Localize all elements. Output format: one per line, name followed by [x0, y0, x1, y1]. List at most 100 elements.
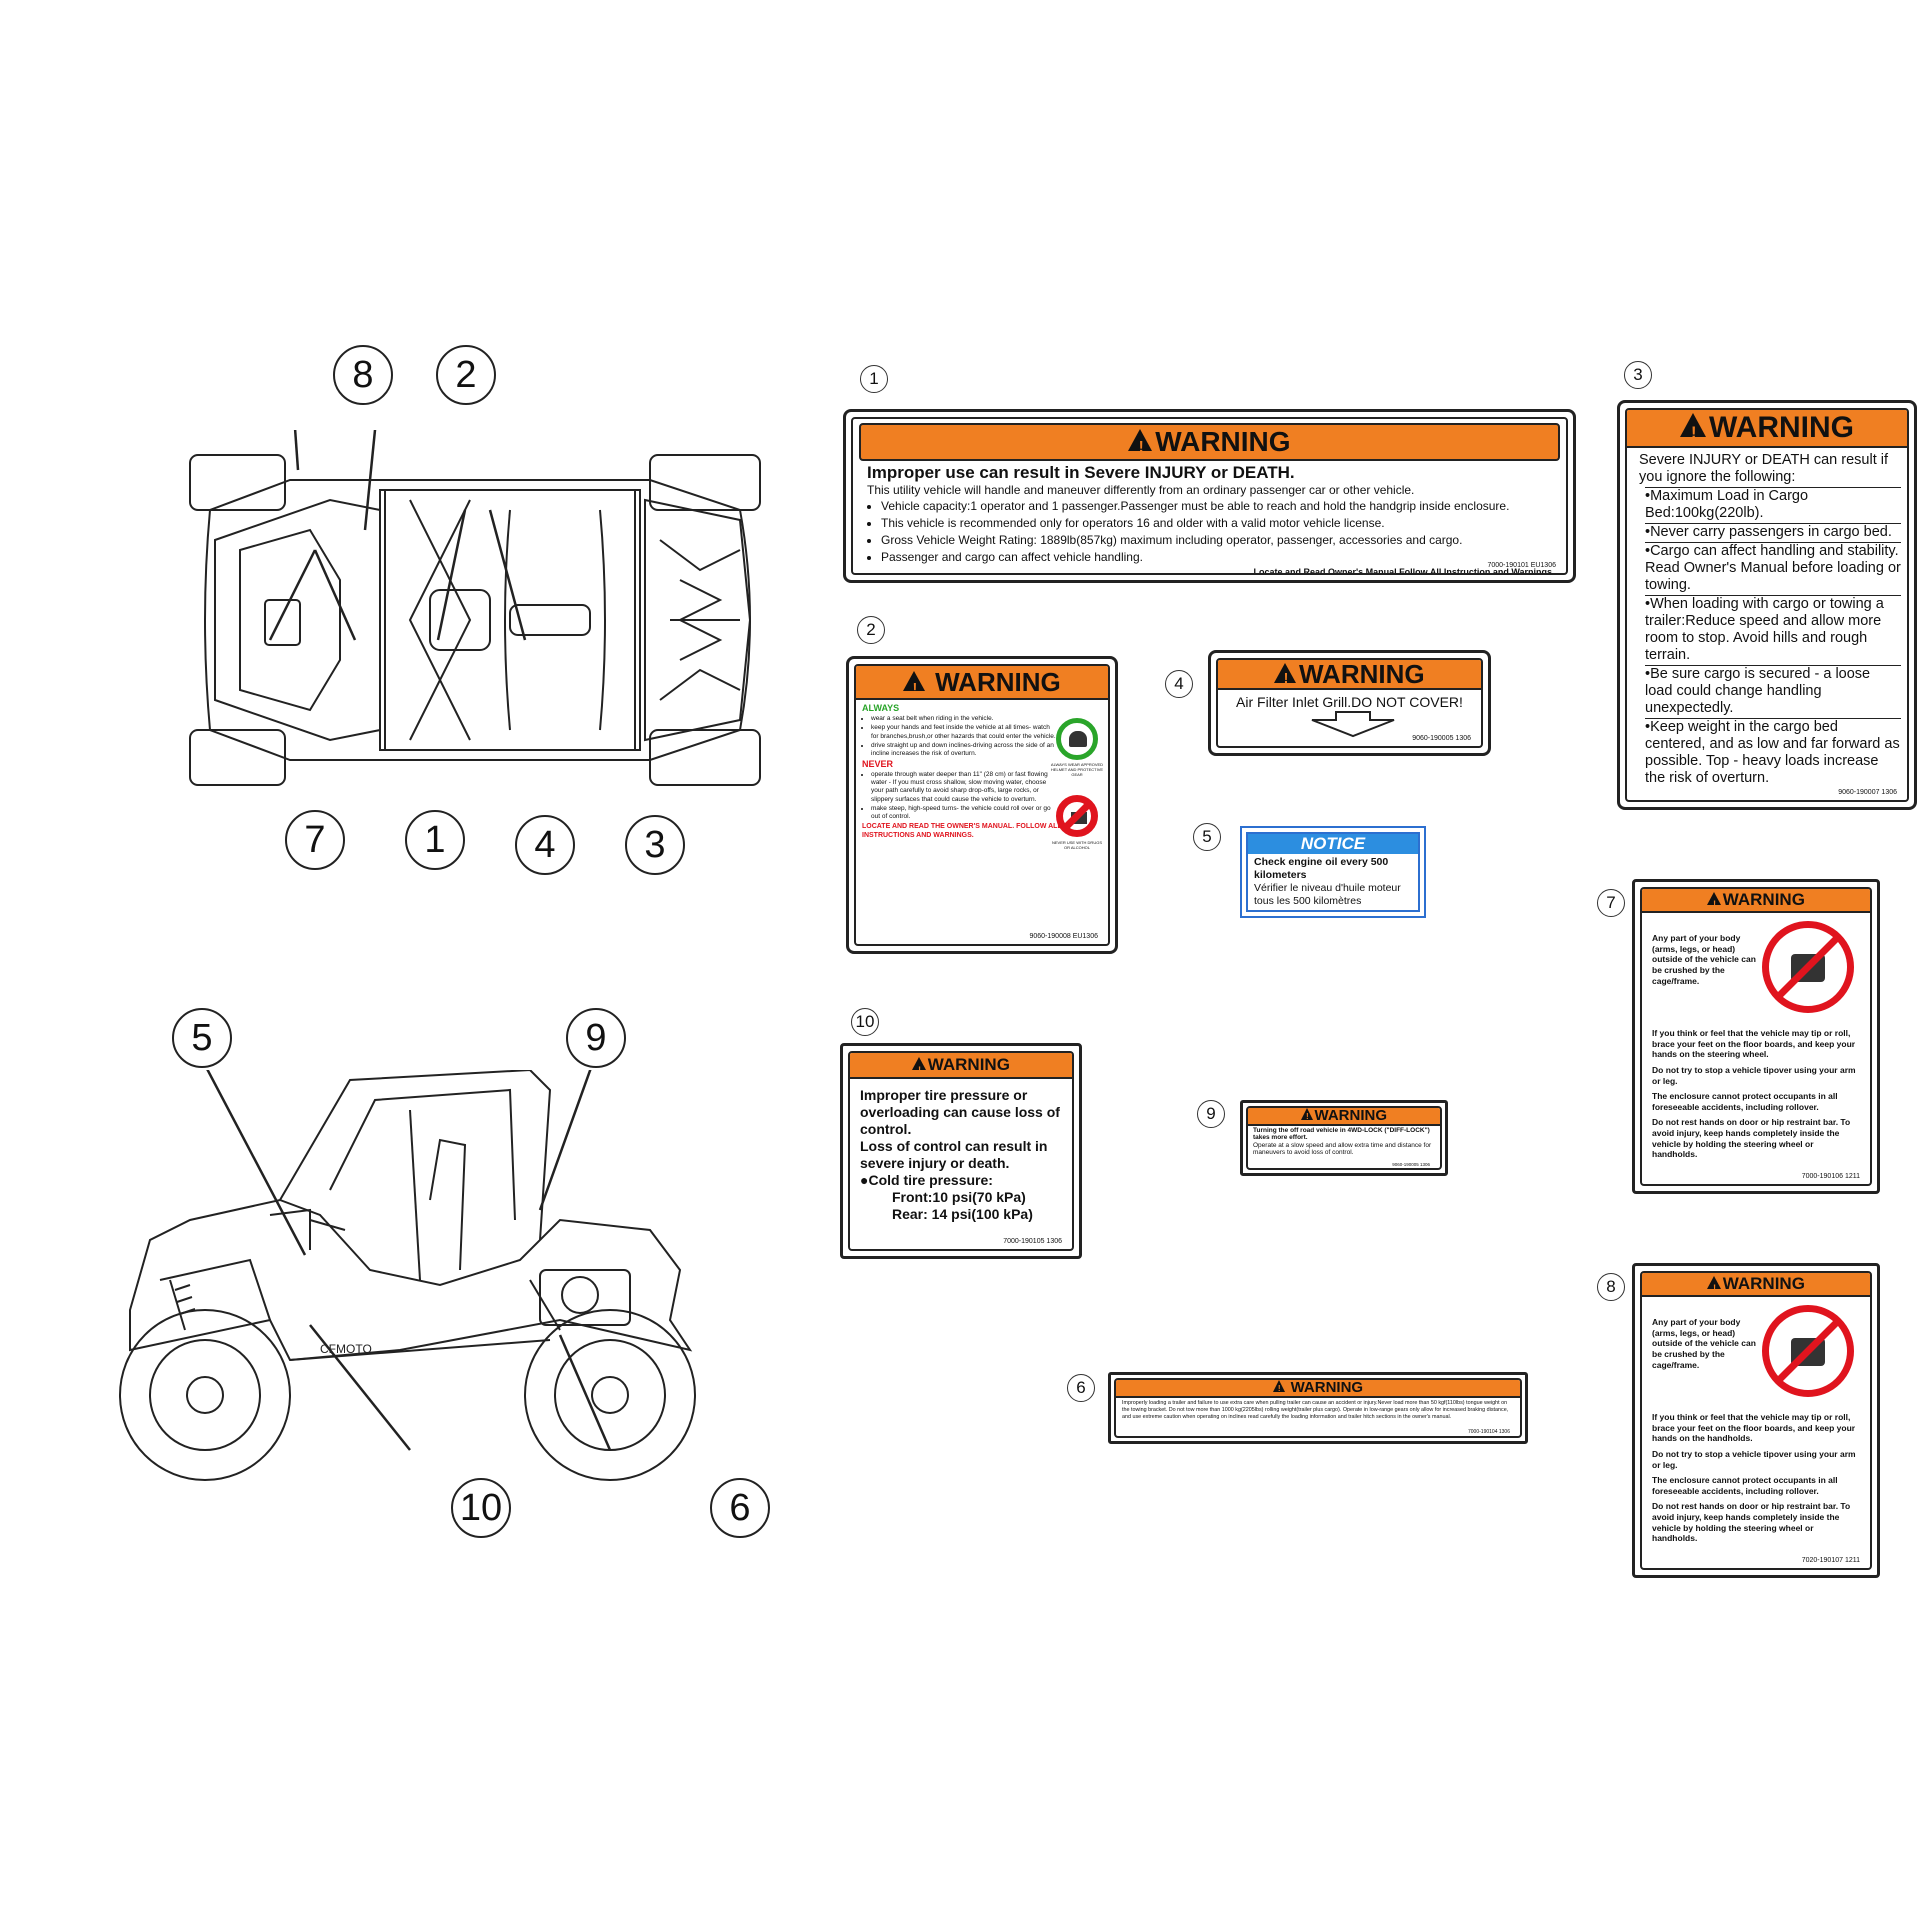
- sticker-number-6: 6: [1067, 1374, 1095, 1402]
- sticker-number-2: 2: [857, 616, 885, 644]
- helmet-icon: [1056, 718, 1098, 760]
- callout-6: 6: [710, 1478, 770, 1538]
- label3-code: 9060-190007 1306: [1838, 789, 1897, 796]
- sticker-number-3: 3: [1624, 361, 1652, 389]
- label5-line-fr: Vérifier le niveau d'huile moteur tous l…: [1254, 882, 1401, 907]
- label7-para: The enclosure cannot protect occupants i…: [1652, 1091, 1838, 1112]
- label3-bullet: •Keep weight in the cargo bed centered, …: [1645, 718, 1901, 786]
- label3-intro: Severe INJURY or DEATH can result if you…: [1639, 452, 1888, 485]
- label7-icon-text: Any part of your body (arms, legs, or he…: [1652, 933, 1756, 986]
- label8-para: The enclosure cannot protect occupants i…: [1652, 1475, 1838, 1496]
- warning-triangle-icon: [912, 1057, 927, 1082]
- no-crush-icon: [1762, 921, 1854, 1013]
- sticker-number-7: 7: [1597, 889, 1625, 917]
- warning-label-7: WARNING Any part of your body (arms, leg…: [1632, 879, 1880, 1194]
- label1-intro: This utility vehicle will handle and man…: [867, 483, 1415, 497]
- sticker-number-8: 8: [1597, 1273, 1625, 1301]
- label1-code: 7000-190101 EU1306: [1487, 562, 1556, 569]
- label6-text: Improperly loading a trailer and failure…: [1122, 1400, 1509, 1420]
- callout-2: 2: [436, 345, 496, 405]
- label4-text: Air Filter Inlet Grill.DO NOT COVER!: [1236, 694, 1463, 710]
- label1-bullet: Vehicle capacity:1 operator and 1 passen…: [881, 498, 1552, 514]
- warning-label-4: WARNING Air Filter Inlet Grill.DO NOT CO…: [1208, 650, 1491, 756]
- label2-never-item: make steep, high-speed turns- the vehicl…: [871, 805, 1059, 821]
- label8-header: WARNING: [1722, 1274, 1805, 1293]
- callout-1: 1: [405, 810, 465, 870]
- label3-bullet: •When loading with cargo or towing a tra…: [1645, 595, 1901, 664]
- label7-para: Do not rest hands on door or hip restrai…: [1652, 1117, 1851, 1160]
- warning-label-2: WARNING ALWAYS wear a seat belt when rid…: [846, 656, 1118, 954]
- callout-4: 4: [515, 815, 575, 875]
- no-alcohol-icon: [1056, 795, 1098, 837]
- label2-footer: LOCATE AND READ THE OWNER'S MANUAL. FOLL…: [862, 822, 1062, 839]
- label2-always-item: keep your hands and feet inside the vehi…: [871, 724, 1059, 740]
- label6-header: WARNING: [1290, 1379, 1364, 1396]
- label10-front: Front:10 psi(70 kPa): [892, 1189, 1026, 1205]
- warning-label-6: WARNING Improperly loading a trailer and…: [1108, 1372, 1528, 1444]
- label6-code: 7000-190104 1306: [1468, 1429, 1510, 1435]
- label2-icon2-caption: NEVER USE WITH DRUGS OR ALCOHOL: [1051, 840, 1102, 850]
- vehicle-side-view: CFMOTO: [119, 1070, 696, 1481]
- label2-never-item: operate through water deeper than 11" (2…: [871, 771, 1059, 804]
- label2-icon1-caption: ALWAYS WEAR APPROVED HELMET AND PROTECTI…: [1050, 762, 1104, 777]
- warning-triangle-icon: [1680, 413, 1706, 451]
- warning-label-1: WARNING Improper use can result in Sever…: [843, 409, 1576, 583]
- label4-code: 9060-190005 1306: [1412, 735, 1471, 742]
- warning-label-8: WARNING Any part of your body (arms, leg…: [1632, 1263, 1880, 1578]
- sticker-number-10: 10: [851, 1008, 879, 1036]
- label1-bullet: Gross Vehicle Weight Rating: 1889lb(857k…: [881, 532, 1552, 548]
- label8-para: Do not rest hands on door or hip restrai…: [1652, 1501, 1851, 1544]
- warning-triangle-icon: [903, 671, 926, 705]
- label9-text2: Operate at a slow speed and allow extra …: [1253, 1141, 1432, 1157]
- label9-text1: Turning the off road vehicle in 4WD-LOCK…: [1253, 1127, 1430, 1142]
- warning-label-10: WARNING Improper tire pressure or overlo…: [840, 1043, 1082, 1259]
- label8-para: Do not try to stop a vehicle tipover usi…: [1652, 1448, 1856, 1470]
- vehicle-top-view: [189, 430, 761, 786]
- label1-headline: Improper use can result in Severe INJURY…: [867, 463, 1295, 482]
- label5-header: NOTICE: [1248, 834, 1418, 854]
- label2-always-item: drive straight up and down inclines-driv…: [871, 742, 1059, 758]
- sticker-number-4: 4: [1165, 670, 1193, 698]
- warning-triangle-icon: [1707, 1276, 1722, 1299]
- label1-header: WARNING: [1155, 426, 1291, 457]
- label7-code: 7000-190106 1211: [1801, 1173, 1860, 1180]
- label10-rear: Rear: 14 psi(100 kPa): [892, 1206, 1033, 1222]
- label1-bullet: Passenger and cargo can affect vehicle h…: [881, 549, 1552, 565]
- label8-icon-text: Any part of your body (arms, legs, or he…: [1652, 1317, 1756, 1370]
- label9-header: WARNING: [1314, 1107, 1388, 1124]
- label3-bullet: •Never carry passengers in cargo bed.: [1645, 523, 1901, 541]
- label2-never-title: NEVER: [862, 758, 894, 769]
- label3-header: WARNING: [1709, 411, 1854, 444]
- label8-code: 7020-190107 1211: [1801, 1557, 1860, 1564]
- sticker-number-5: 5: [1193, 823, 1221, 851]
- warning-triangle-icon: [1128, 429, 1153, 465]
- label3-bullet: •Cargo can affect handling and stability…: [1645, 542, 1901, 593]
- warning-label-9: WARNING Turning the off road vehicle in …: [1240, 1100, 1448, 1176]
- label5-line-en: Check engine oil every 500 kilometers: [1254, 856, 1389, 881]
- callout-9: 9: [566, 1008, 626, 1068]
- label2-always-title: ALWAYS: [862, 703, 900, 713]
- warning-label-3: WARNING Severe INJURY or DEATH can resul…: [1617, 400, 1917, 810]
- label10-line: Improper tire pressure or overloading ca…: [860, 1087, 1060, 1137]
- callout-10: 10: [451, 1478, 511, 1538]
- label1-footer: Locate and Read Owner's Manual Follow Al…: [1253, 567, 1552, 575]
- label4-header: WARNING: [1298, 659, 1425, 689]
- label7-header: WARNING: [1722, 890, 1805, 909]
- warning-triangle-icon: [1274, 663, 1297, 693]
- sticker-number-9: 9: [1197, 1100, 1225, 1128]
- label10-code: 7000-190105 1306: [1003, 1238, 1062, 1245]
- label10-line: Loss of control can result in severe inj…: [860, 1138, 1048, 1171]
- callout-7: 7: [285, 810, 345, 870]
- label7-para: If you think or feel that the vehicle ma…: [1652, 1028, 1856, 1060]
- label9-code: 9060-190005 1306: [1392, 1162, 1430, 1167]
- label10-line: ●Cold tire pressure:: [860, 1172, 993, 1188]
- warning-triangle-icon: [1272, 1380, 1285, 1397]
- warning-triangle-icon: [1301, 1108, 1313, 1125]
- label2-header: WARNING: [935, 667, 1061, 697]
- callout-5: 5: [172, 1008, 232, 1068]
- label3-bullet: •Be sure cargo is secured - a loose load…: [1645, 665, 1901, 717]
- callout-8: 8: [333, 345, 393, 405]
- warning-triangle-icon: [1707, 892, 1722, 915]
- label10-header: WARNING: [927, 1055, 1010, 1074]
- label2-code: 9060-190008 EU1306: [1029, 933, 1098, 940]
